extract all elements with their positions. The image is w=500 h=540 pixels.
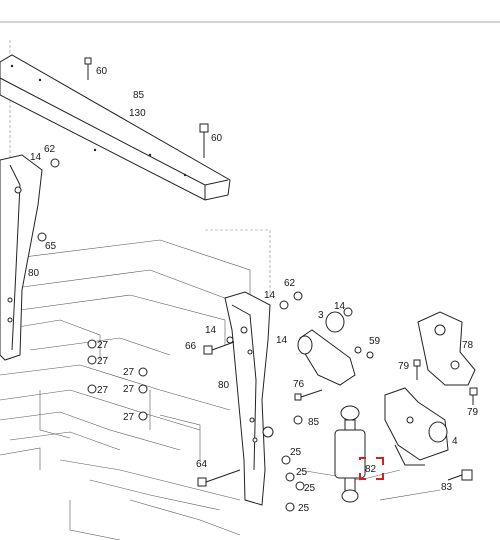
bracket-80-left xyxy=(0,154,43,361)
label-62-right[interactable]: 62 xyxy=(284,278,296,289)
label-83[interactable]: 83 xyxy=(441,482,453,493)
label-27-c[interactable]: 27 xyxy=(97,385,109,396)
label-78[interactable]: 78 xyxy=(462,340,474,351)
label-27-a[interactable]: 27 xyxy=(97,340,109,351)
nut-65 xyxy=(37,232,47,242)
label-27-d[interactable]: 27 xyxy=(123,367,135,378)
label-14-link[interactable]: 14 xyxy=(276,335,288,346)
label-64[interactable]: 64 xyxy=(196,459,208,470)
label-25-b[interactable]: 25 xyxy=(296,467,308,478)
label-14-arm[interactable]: 14 xyxy=(334,301,346,312)
label-80-right[interactable]: 80 xyxy=(218,380,230,391)
bolts-25 xyxy=(281,455,305,512)
bolt-60-right xyxy=(199,123,209,158)
bracket-78 xyxy=(417,311,476,386)
label-65[interactable]: 65 xyxy=(45,241,57,252)
label-14-upper[interactable]: 14 xyxy=(264,290,276,301)
label-14-bracket[interactable]: 14 xyxy=(205,325,217,336)
crossmember-85 xyxy=(0,54,231,201)
bolt-83 xyxy=(447,469,473,481)
bolt-64 xyxy=(197,469,241,487)
nut-85 xyxy=(293,415,303,425)
shock-absorber-82 xyxy=(334,405,366,503)
chassis-frame-outlines xyxy=(0,21,500,540)
link-arm-3 xyxy=(297,307,374,386)
label-25-c[interactable]: 25 xyxy=(304,483,316,494)
label-66[interactable]: 66 xyxy=(185,341,197,352)
label-130[interactable]: 130 xyxy=(129,108,146,119)
label-25-a[interactable]: 25 xyxy=(290,447,302,458)
label-85-lower[interactable]: 85 xyxy=(308,417,320,428)
bracket-4 xyxy=(384,387,449,466)
bolt-79-right xyxy=(469,387,478,405)
label-62-left[interactable]: 62 xyxy=(44,144,56,155)
nuts-14-62 xyxy=(226,291,303,344)
label-25-d[interactable]: 25 xyxy=(298,503,310,514)
label-59[interactable]: 59 xyxy=(369,336,381,347)
bolt-66 xyxy=(203,341,235,355)
label-79-right[interactable]: 79 xyxy=(467,407,479,418)
label-27-f[interactable]: 27 xyxy=(123,412,135,423)
bolt-79-left xyxy=(413,359,421,380)
label-79-left[interactable]: 79 xyxy=(398,361,410,372)
label-27-b[interactable]: 27 xyxy=(97,356,109,367)
label-60-right[interactable]: 60 xyxy=(211,133,223,144)
highlight-box-82[interactable] xyxy=(359,457,384,480)
label-4[interactable]: 4 xyxy=(452,436,458,447)
nut-62-left xyxy=(50,158,60,168)
label-14-left[interactable]: 14 xyxy=(30,152,42,163)
label-85[interactable]: 85 xyxy=(133,90,145,101)
nuts-27 xyxy=(87,339,148,421)
label-80-left[interactable]: 80 xyxy=(28,268,40,279)
label-82[interactable]: 82 xyxy=(365,464,377,475)
bolt-76 xyxy=(294,389,323,401)
label-60-top[interactable]: 60 xyxy=(96,66,108,77)
label-3[interactable]: 3 xyxy=(318,310,324,321)
bracket-80-right xyxy=(224,291,274,506)
label-27-e[interactable]: 27 xyxy=(123,384,135,395)
label-76[interactable]: 76 xyxy=(293,379,305,390)
bolt-60-top xyxy=(84,57,92,80)
